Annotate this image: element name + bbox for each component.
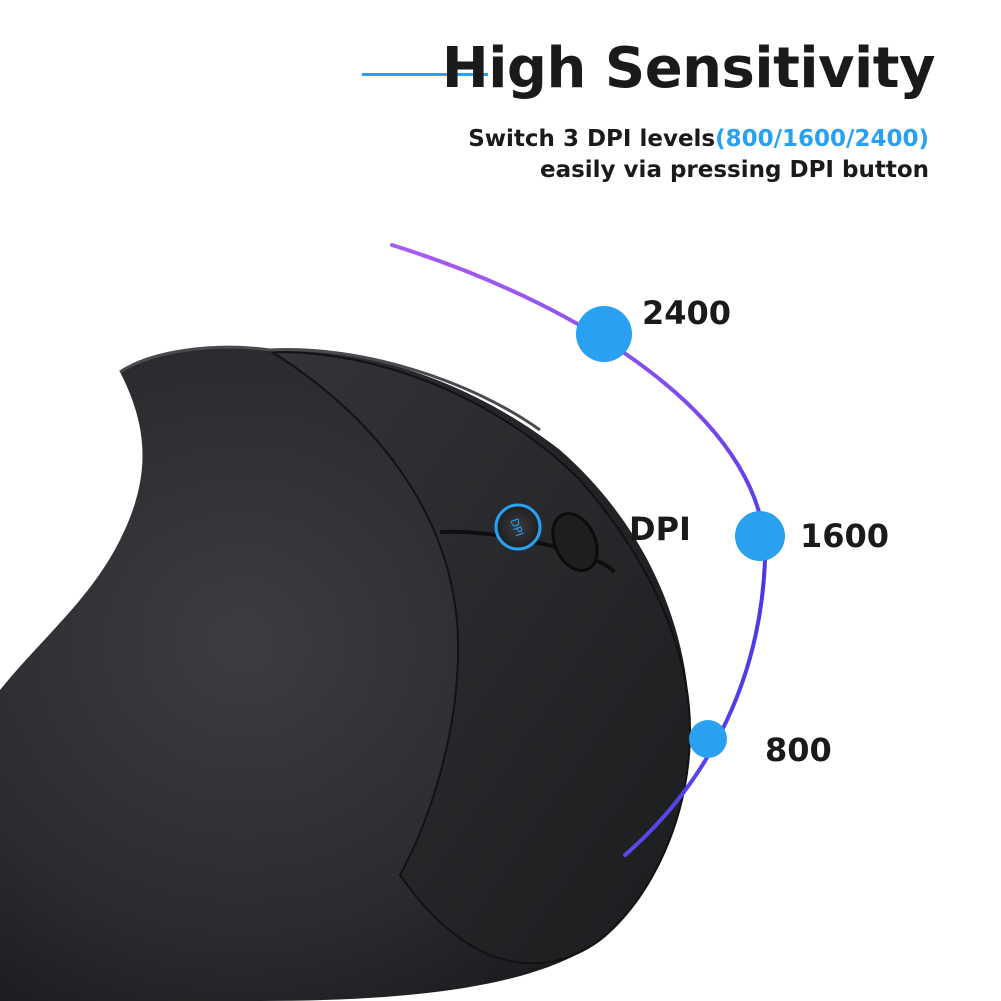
dpi-level-1600-marker	[735, 511, 785, 561]
mouse-button-seam	[439, 529, 616, 574]
subtitle-dpi-values: (800/1600/2400)	[715, 126, 929, 152]
subtitle-prefix: Switch 3 DPI levels	[468, 126, 716, 152]
scroll-wheel	[551, 512, 599, 572]
dpi-level-2400-label: 2400	[642, 294, 732, 332]
dpi-label: DPI	[629, 510, 691, 548]
subtitle-line-2: easily via pressing DPI button	[539, 157, 929, 183]
dpi-button-label: DPI	[507, 517, 525, 539]
header-accent-line	[362, 73, 488, 76]
dpi-level-800-label: 800	[765, 731, 832, 769]
dpi-level-1600-label: 1600	[800, 517, 890, 555]
subtitle: Switch 3 DPI levels(800/1600/2400) easil…	[468, 124, 929, 186]
mouse-top-rim	[119, 345, 541, 432]
dpi-level-800-marker	[689, 720, 727, 758]
mouse-side-panel	[268, 350, 692, 965]
page-title: High Sensitivity	[441, 36, 936, 101]
dpi-button: DPI	[494, 503, 542, 551]
dpi-level-2400-marker	[576, 306, 632, 362]
